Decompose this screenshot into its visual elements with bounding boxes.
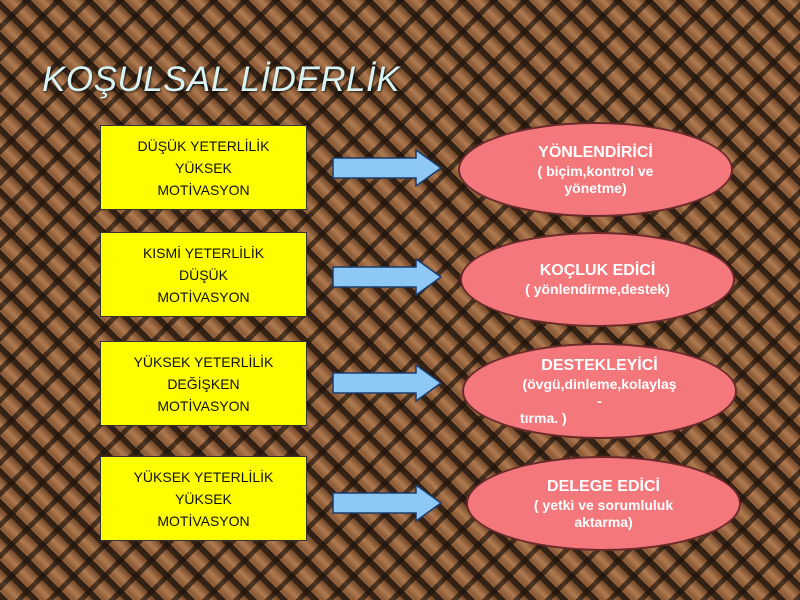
style-description: ( biçim,kontrol ve (537, 162, 654, 179)
condition-box-4: YÜKSEK YETERLİLİK YÜKSEK MOTİVASYON (100, 456, 307, 541)
style-title: DESTEKLEYİCİ (541, 356, 658, 374)
condition-line: YÜKSEK (175, 159, 232, 176)
style-title: KOÇLUK EDİCİ (539, 262, 656, 279)
condition-line: MOTİVASYON (157, 512, 250, 529)
style-title: DELEGE EDİCİ (547, 477, 660, 495)
style-description: tırma. ) (520, 409, 567, 426)
style-description: (övgü,dinleme,kolaylaş (522, 375, 677, 392)
leadership-style-3: DESTEKLEYİCİ (övgü,dinleme,kolaylaş - tı… (462, 343, 737, 439)
style-description: ( yönlendirme,destek) (525, 281, 670, 297)
condition-line: DÜŞÜK (178, 266, 228, 283)
condition-line: YÜKSEK YETERLİLİK (133, 353, 274, 370)
style-description: yönetme) (564, 179, 627, 196)
condition-box-1: DÜŞÜK YETERLİLİK YÜKSEK MOTİVASYON (100, 125, 307, 210)
style-description: aktarma) (574, 513, 633, 530)
condition-line: DEĞİŞKEN (167, 375, 240, 392)
leadership-style-4: DELEGE EDİCİ ( yetki ve sorumluluk aktar… (466, 456, 741, 551)
condition-line: MOTİVASYON (157, 288, 250, 305)
condition-line: DÜŞÜK YETERLİLİK (137, 137, 270, 154)
right-arrow-icon (332, 484, 442, 522)
condition-line: MOTİVASYON (157, 181, 250, 198)
style-title: YÖNLENDİRİCİ (538, 143, 653, 161)
style-description: - (597, 392, 602, 409)
leadership-style-2: KOÇLUK EDİCİ ( yönlendirme,destek) (460, 232, 735, 327)
condition-line: MOTİVASYON (157, 397, 250, 414)
style-description: ( yetki ve sorumluluk (533, 496, 674, 513)
condition-box-2: KISMİ YETERLİLİK DÜŞÜK MOTİVASYON (100, 232, 307, 317)
right-arrow-icon (332, 258, 442, 296)
right-arrow-icon (332, 364, 442, 402)
condition-line: YÜKSEK (175, 490, 232, 507)
condition-line: YÜKSEK YETERLİLİK (133, 468, 274, 485)
condition-box-3: YÜKSEK YETERLİLİK DEĞİŞKEN MOTİVASYON (100, 341, 307, 426)
slide-title: KOŞULSAL LİDERLİK (42, 60, 401, 99)
leadership-style-1: YÖNLENDİRİCİ ( biçim,kontrol ve yönetme) (458, 122, 733, 217)
right-arrow-icon (332, 149, 442, 187)
condition-line: KISMİ YETERLİLİK (142, 244, 265, 261)
